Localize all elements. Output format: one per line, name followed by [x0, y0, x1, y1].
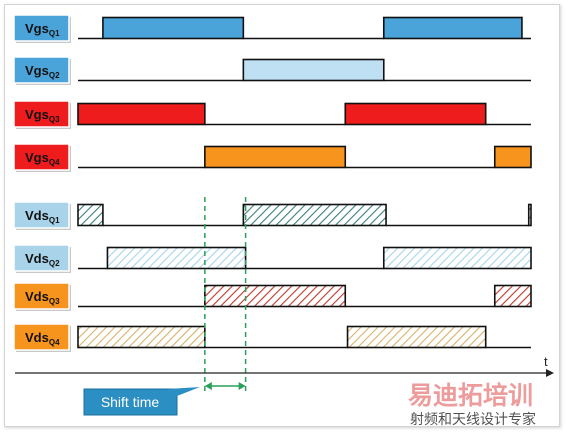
pulse-vds_q1-0	[77, 203, 104, 227]
pulse-vds_q2-0	[106, 246, 247, 270]
row-vgs_q2: VgsQ2	[13, 56, 531, 85]
row-vds_q2: VdsQ2	[13, 244, 532, 273]
pulse-vds_q3-0	[204, 284, 347, 308]
time-axis-arrow	[546, 369, 554, 377]
row-vds_q1: VdsQ1	[13, 201, 532, 230]
pulse-vgs_q3-0	[77, 102, 206, 126]
row-vds_q3: VdsQ3	[13, 282, 532, 311]
shift-arrow-right	[238, 382, 246, 390]
label-sub-vds_q2: Q2	[49, 259, 60, 268]
pulse-vgs_q4-1	[493, 145, 532, 169]
time-axis: t	[15, 354, 554, 377]
time-axis-label: t	[544, 354, 548, 369]
shift-time-callout: Shift time	[83, 387, 200, 416]
pulse-vds_q1-2	[527, 203, 532, 227]
label-sub-vgs_q4: Q4	[49, 158, 60, 167]
label-box-vds_q4	[13, 323, 70, 351]
label-box-vgs_q4	[13, 143, 70, 171]
label-box-vds_q2	[13, 244, 70, 272]
label-sub-vds_q4: Q4	[49, 338, 60, 347]
pulse-vgs_q3-1	[344, 102, 487, 126]
watermark-line1: 易迪拓培训	[408, 381, 533, 410]
label-box-vgs_q2	[13, 56, 70, 84]
label-sub-vgs_q3: Q3	[49, 115, 60, 124]
watermark: 易迪拓培训 射频和天线设计专家	[408, 381, 536, 428]
label-box-vds_q3	[13, 282, 70, 310]
pulse-vgs_q2-0	[242, 58, 385, 82]
row-vds_q4: VdsQ4	[13, 323, 531, 352]
watermark-line2: 射频和天线设计专家	[410, 411, 536, 428]
row-vgs_q4: VgsQ4	[13, 143, 532, 172]
pulse-vgs_q1-0	[102, 16, 245, 40]
pulse-vds_q3-1	[493, 284, 532, 308]
label-sub-vgs_q2: Q2	[49, 71, 60, 80]
pulse-vds_q4-0	[77, 325, 206, 349]
shift-time-callout-pointer	[168, 387, 200, 396]
pulse-vgs_q4-0	[204, 145, 347, 169]
label-sub-vds_q3: Q3	[49, 297, 60, 306]
pulse-vgs_q1-1	[382, 16, 523, 40]
pulse-vds_q1-1	[242, 203, 387, 227]
shift-guides	[204, 197, 247, 392]
row-vgs_q1: VgsQ1	[13, 14, 531, 43]
shift-time-callout-box	[83, 388, 178, 416]
label-box-vgs_q1	[13, 14, 70, 42]
shift-time-callout-text: Shift time	[101, 394, 160, 410]
label-sub-vds_q1: Q1	[49, 216, 60, 225]
pulse-vds_q2-1	[382, 246, 532, 270]
row-vgs_q3: VgsQ3	[13, 100, 531, 129]
label-box-vds_q1	[13, 201, 70, 229]
label-sub-vgs_q1: Q1	[49, 29, 60, 38]
shift-arrow-left	[204, 382, 212, 390]
pulse-vds_q4-1	[346, 325, 487, 349]
label-box-vgs_q3	[13, 100, 70, 128]
